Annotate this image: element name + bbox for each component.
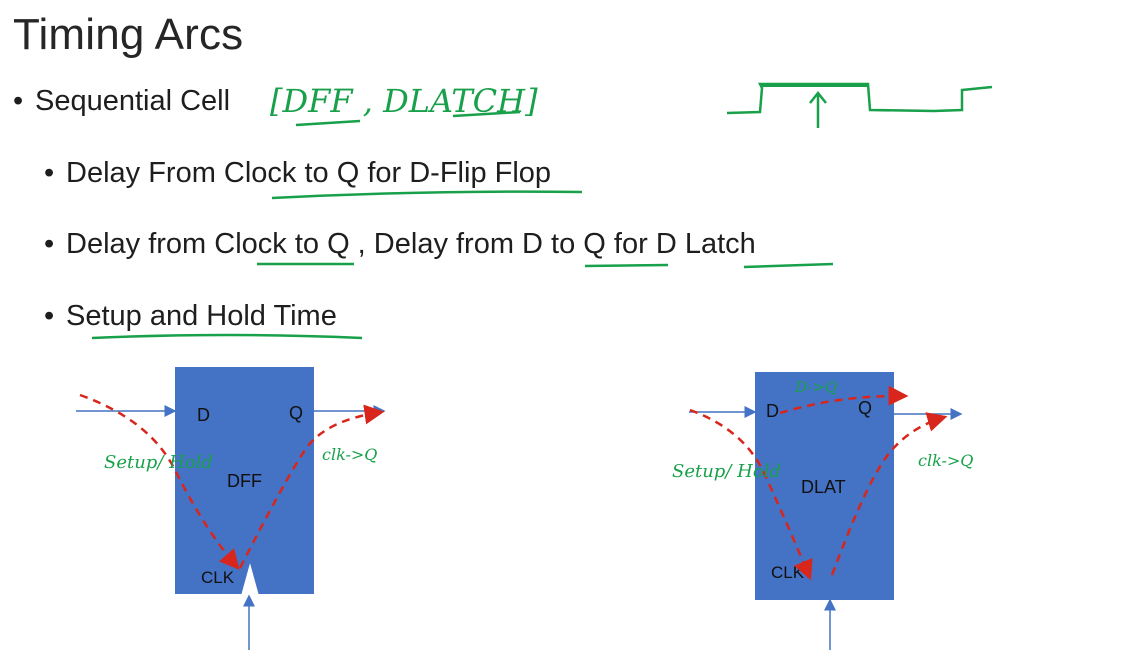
bullet-text: Sequential Cell — [35, 85, 231, 117]
dlat-setup-hold-arc — [689, 408, 813, 581]
dff-block — [175, 367, 314, 594]
bullet-dot: • — [44, 228, 55, 260]
dlat-d-to-q-arc — [779, 385, 909, 415]
dlat-name-label: DLAT — [801, 477, 846, 497]
dff-name-label: DFF — [227, 471, 262, 491]
dlat-d-pin-label: D — [766, 401, 779, 421]
clock-waveform-sketch — [726, 82, 993, 128]
bullet-setup-hold: • Setup and Hold Time — [44, 300, 337, 333]
dff-clk-to-q-note: clk->Q — [322, 445, 377, 464]
dff-clock-triangle-icon — [241, 563, 259, 595]
dlat-setup-hold-note: Setup/ Hold — [672, 461, 781, 482]
dlat-clk-to-q-note: clk->Q — [918, 451, 973, 470]
bullet-dot: • — [44, 300, 55, 332]
bullet-text: Delay from Clock to Q , Delay from D to … — [66, 228, 756, 260]
dlat-diagram: D Q DLAT CLK Setup/ Hold clk->Q D->Q — [672, 372, 973, 650]
dff-d-pin-label: D — [197, 405, 210, 425]
slide-title: Timing Arcs — [13, 10, 244, 59]
bullet-underlines — [91, 190, 834, 340]
dlat-clk-pin-label: CLK — [771, 563, 805, 582]
bullet-dff-delay: • Delay From Clock to Q for D-Flip Flop — [44, 157, 551, 190]
dff-clk-to-q-arc — [238, 404, 385, 569]
bullet-dot: • — [13, 85, 24, 117]
bullet-text: Delay From Clock to Q for D-Flip Flop — [66, 157, 552, 189]
dlat-clk-to-q-arc — [830, 412, 948, 576]
dlat-d-to-q-note: D->Q — [794, 378, 837, 396]
dff-clk-pin-label: CLK — [201, 568, 235, 587]
bullet-dlatch-delay: • Delay from Clock to Q , Delay from D to… — [44, 228, 756, 261]
dff-setup-hold-note: Setup/ Hold — [104, 452, 213, 473]
bullet-dot: • — [44, 157, 55, 189]
dff-diagram: D Q DFF CLK Setup/ Hold clk->Q — [76, 367, 386, 650]
bullet-sequential-cell: • Sequential Cell — [13, 85, 230, 118]
bullet-text: Setup and Hold Time — [66, 300, 337, 332]
handwritten-cell-types: [DFF , DLATCH] — [270, 82, 538, 127]
dff-q-pin-label: Q — [289, 403, 303, 423]
dlat-block — [755, 372, 894, 600]
dlat-q-pin-label: Q — [858, 398, 872, 418]
